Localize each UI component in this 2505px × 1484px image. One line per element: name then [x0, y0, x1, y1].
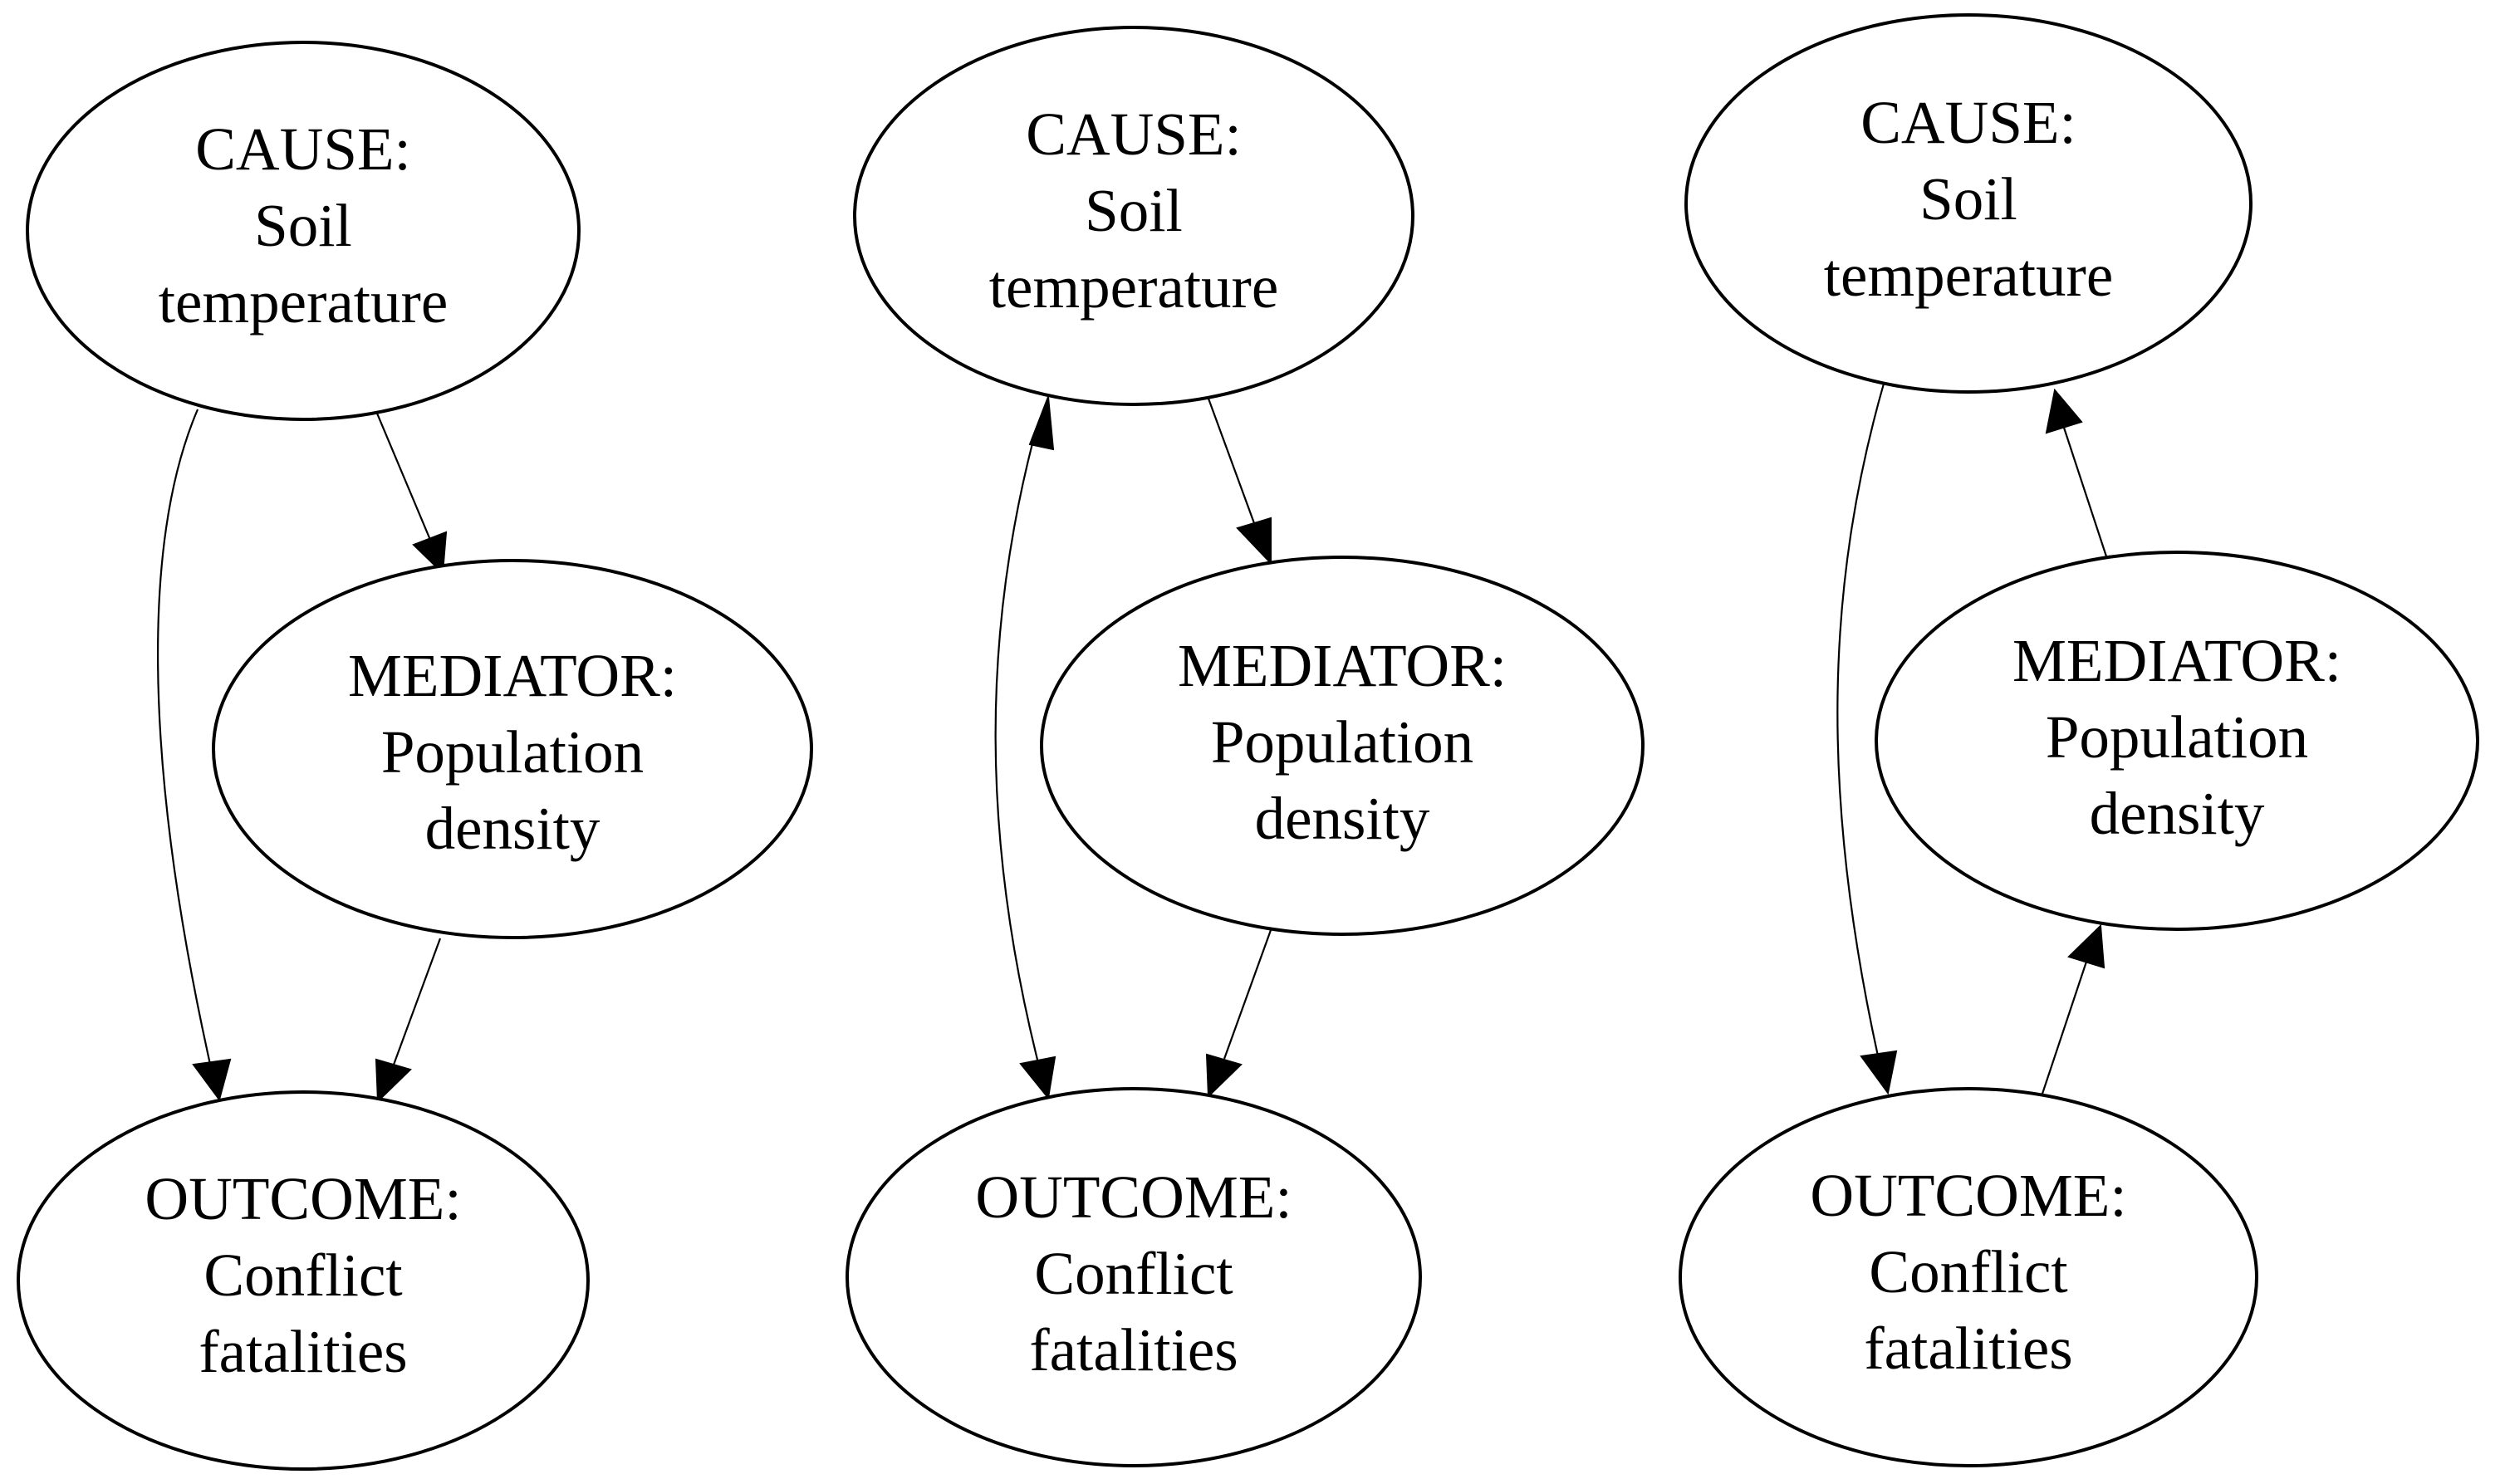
node-label-line: Conflict [1034, 1240, 1233, 1307]
edge-cause-to-mediator [374, 409, 432, 541]
diagram-1: CAUSE: Soil temperature MEDIATOR: Popula… [17, 41, 813, 1471]
edge-outcome-to-mediator [2040, 961, 2088, 1097]
node-label-line: temperature [1824, 242, 2114, 309]
node-label-line: fatalities [199, 1318, 407, 1385]
edge-mediator-to-cause [2062, 427, 2108, 557]
arrowhead-icon [2067, 923, 2105, 969]
arrowhead-icon [1019, 1055, 1056, 1100]
diagram-2: CAUSE: Soil temperature MEDIATOR: Popula… [846, 26, 1645, 1467]
node-label-line: Soil [1919, 165, 2017, 233]
node-label-line: Population [1211, 708, 1473, 776]
arrowhead-icon [1236, 517, 1272, 566]
node-label-line: density [425, 795, 601, 862]
node-label-line: Population [381, 718, 644, 786]
edge-mediator-to-outcome [1223, 929, 1272, 1060]
node-role-label: OUTCOME: [145, 1165, 461, 1232]
arrowhead-icon [412, 531, 448, 575]
diagram-3: CAUSE: Soil temperature MEDIATOR: Popula… [1679, 13, 2479, 1467]
node-role-label: MEDIATOR: [1178, 632, 1507, 699]
node-role-label: OUTCOME: [975, 1163, 1292, 1231]
node-role-label: CAUSE: [195, 115, 411, 183]
arrowhead-icon [192, 1058, 232, 1102]
arrowhead-icon [375, 1058, 412, 1104]
node-label-line: Soil [254, 192, 352, 259]
node-label-line: temperature [989, 253, 1279, 321]
node-cause: CAUSE: Soil temperature [26, 41, 581, 421]
node-mediator: MEDIATOR: Population density [212, 559, 813, 939]
node-mediator: MEDIATOR: Population density [1040, 556, 1645, 936]
node-role-label: CAUSE: [1026, 100, 1242, 168]
arrowhead-icon [1028, 396, 1055, 451]
node-outcome: OUTCOME: Conflict fatalities [1679, 1087, 2258, 1467]
node-cause: CAUSE: Soil temperature [853, 26, 1414, 406]
node-label-line: fatalities [1864, 1315, 2072, 1382]
node-cause: CAUSE: Soil temperature [1684, 13, 2253, 394]
arrowhead-icon [2045, 388, 2083, 434]
node-label-line: fatalities [1029, 1316, 1238, 1384]
node-label-line: Conflict [1869, 1238, 2067, 1305]
node-mediator: MEDIATOR: Population density [1875, 551, 2479, 931]
node-role-label: MEDIATOR: [348, 642, 677, 709]
node-role-label: MEDIATOR: [2012, 627, 2341, 694]
edge-cause-to-mediator [1207, 398, 1256, 524]
edge-cause-outcome-bidirectional [994, 439, 1040, 1064]
arrowhead-icon [1205, 1053, 1243, 1099]
node-label-line: Population [2046, 703, 2308, 771]
edge-cause-to-outcome [156, 409, 213, 1069]
node-label-line: density [2090, 780, 2265, 847]
edge-mediator-to-outcome [392, 938, 442, 1065]
arrowhead-icon [1860, 1050, 1898, 1095]
node-outcome: OUTCOME: Conflict fatalities [846, 1087, 1422, 1467]
node-label-line: density [1255, 785, 1430, 852]
node-role-label: CAUSE: [1860, 89, 2076, 156]
node-label-line: Soil [1085, 177, 1183, 244]
node-label-line: Conflict [203, 1242, 402, 1309]
node-label-line: temperature [159, 268, 449, 335]
edge-cause-to-outcome [1836, 383, 1885, 1060]
node-outcome: OUTCOME: Conflict fatalities [17, 1090, 590, 1471]
node-role-label: OUTCOME: [1810, 1162, 2126, 1229]
